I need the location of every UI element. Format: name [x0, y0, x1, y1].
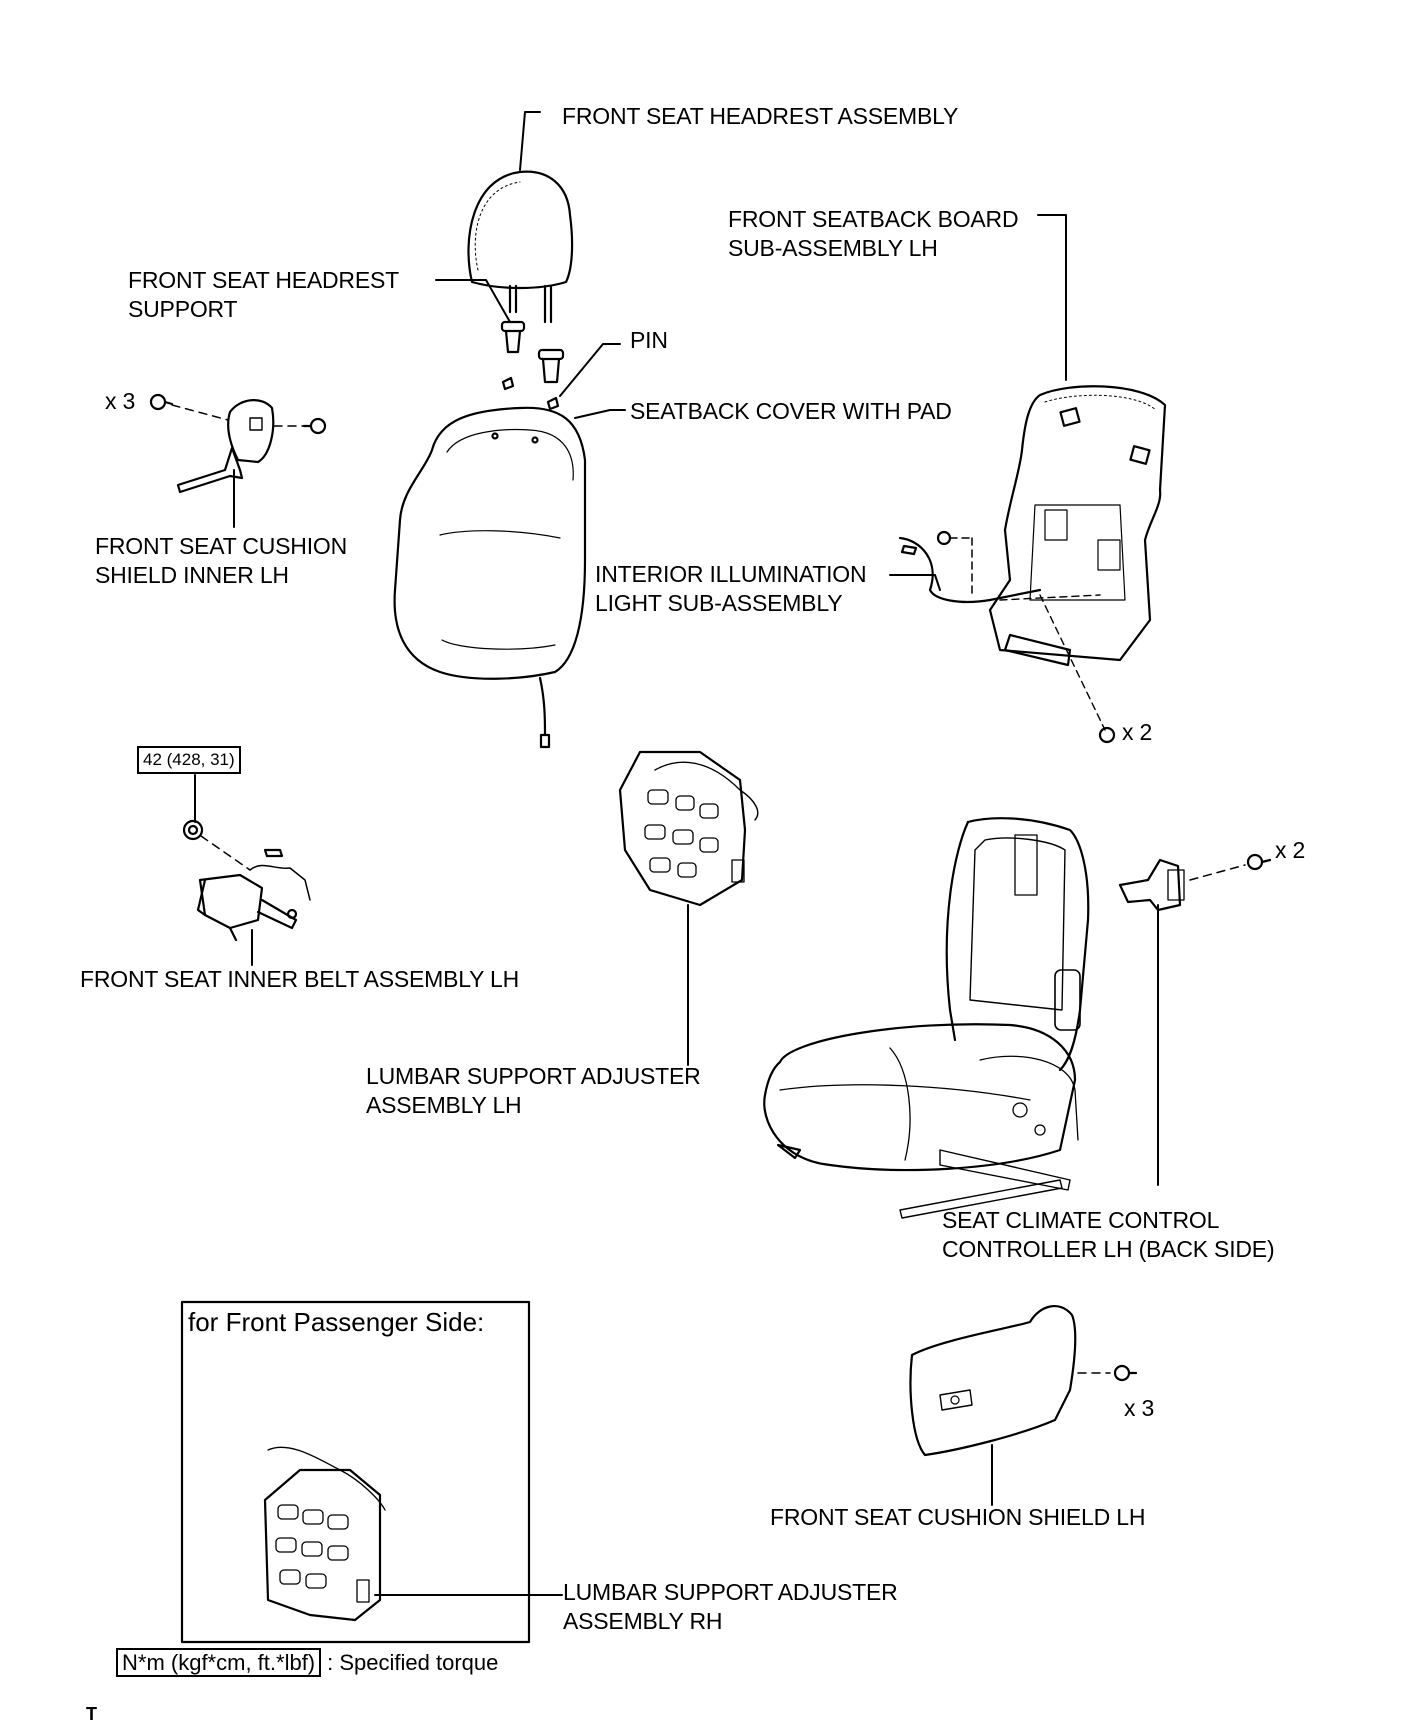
label-line: CONTROLLER LH (BACK SIDE)	[942, 1236, 1275, 1262]
label-line: FRONT SEAT CUSHION	[95, 533, 347, 559]
qty-board-screws: x 2	[1122, 719, 1153, 745]
headrest-drawing	[467, 111, 574, 324]
seatback-board-drawing	[988, 214, 1167, 667]
inner-belt-drawing	[182, 774, 311, 966]
label-interior-light: INTERIOR ILLUMINATION LIGHT SUB-ASSEMBLY	[595, 560, 867, 618]
interior-light-drawing	[889, 530, 1116, 744]
corner-mark: T	[86, 1704, 97, 1724]
cushion-shield-drawing	[909, 1305, 1138, 1506]
label-climate-controller: SEAT CLIMATE CONTROL CONTROLLER LH (BACK…	[942, 1206, 1275, 1264]
qty-cushion-shield-screws: x 3	[1124, 1395, 1155, 1421]
torque-spec-box: 42 (428, 31)	[137, 746, 241, 774]
label-line: ASSEMBLY LH	[366, 1092, 522, 1118]
label-line: FRONT SEAT HEADREST	[128, 267, 399, 293]
label-line: SUB-ASSEMBLY LH	[728, 235, 938, 261]
seat-frame-drawing	[763, 817, 1090, 1219]
label-line: LUMBAR SUPPORT ADJUSTER	[366, 1063, 701, 1089]
label-seatback-board: FRONT SEATBACK BOARD SUB-ASSEMBLY LH	[728, 205, 1019, 263]
label-lumbar-rh: LUMBAR SUPPORT ADJUSTER ASSEMBLY RH	[563, 1578, 898, 1636]
passenger-box-title: for Front Passenger Side:	[188, 1307, 485, 1337]
pin-drawing	[501, 343, 621, 411]
label-headrest-support: FRONT SEAT HEADREST SUPPORT	[128, 266, 399, 324]
label-line: SUPPORT	[128, 296, 238, 322]
passenger-side-box	[180, 1300, 531, 1644]
lumbar-lh-drawing	[618, 750, 759, 1066]
label-inner-belt: FRONT SEAT INNER BELT ASSEMBLY LH	[80, 966, 520, 992]
label-headrest: FRONT SEAT HEADREST ASSEMBLY	[562, 103, 959, 129]
label-line: LUMBAR SUPPORT ADJUSTER	[563, 1579, 898, 1605]
label-line: FRONT SEATBACK BOARD	[728, 206, 1019, 232]
qty-inner-shield-screws: x 3	[105, 388, 136, 414]
label-cushion-shield: FRONT SEAT CUSHION SHIELD LH	[770, 1504, 1146, 1530]
label-seatback-cover: SEATBACK COVER WITH PAD	[630, 398, 952, 424]
label-lumbar-lh: LUMBAR SUPPORT ADJUSTER ASSEMBLY LH	[366, 1062, 701, 1120]
lumbar-rh-drawing	[263, 1446, 563, 1622]
torque-legend: N*m (kgf*cm, ft.*lbf): Specified torque	[116, 1648, 499, 1677]
climate-controller-drawing	[1118, 853, 1272, 1186]
headrest-support-drawing	[435, 279, 565, 384]
label-pin: PIN	[630, 327, 668, 353]
label-cushion-shield-inner: FRONT SEAT CUSHION SHIELD INNER LH	[95, 532, 347, 590]
label-line: ASSEMBLY RH	[563, 1608, 723, 1634]
qty-controller-screws: x 2	[1275, 837, 1306, 863]
legend-box: N*m (kgf*cm, ft.*lbf)	[116, 1648, 322, 1677]
label-line: LIGHT SUB-ASSEMBLY	[595, 590, 843, 616]
legend-description: : Specified torque	[327, 1650, 499, 1675]
seatback-cover-drawing	[393, 406, 626, 749]
cushion-shield-inner-drawing	[149, 393, 327, 528]
label-line: SEAT CLIMATE CONTROL	[942, 1207, 1220, 1233]
label-line: SHIELD INNER LH	[95, 562, 289, 588]
label-line: INTERIOR ILLUMINATION	[595, 561, 867, 587]
